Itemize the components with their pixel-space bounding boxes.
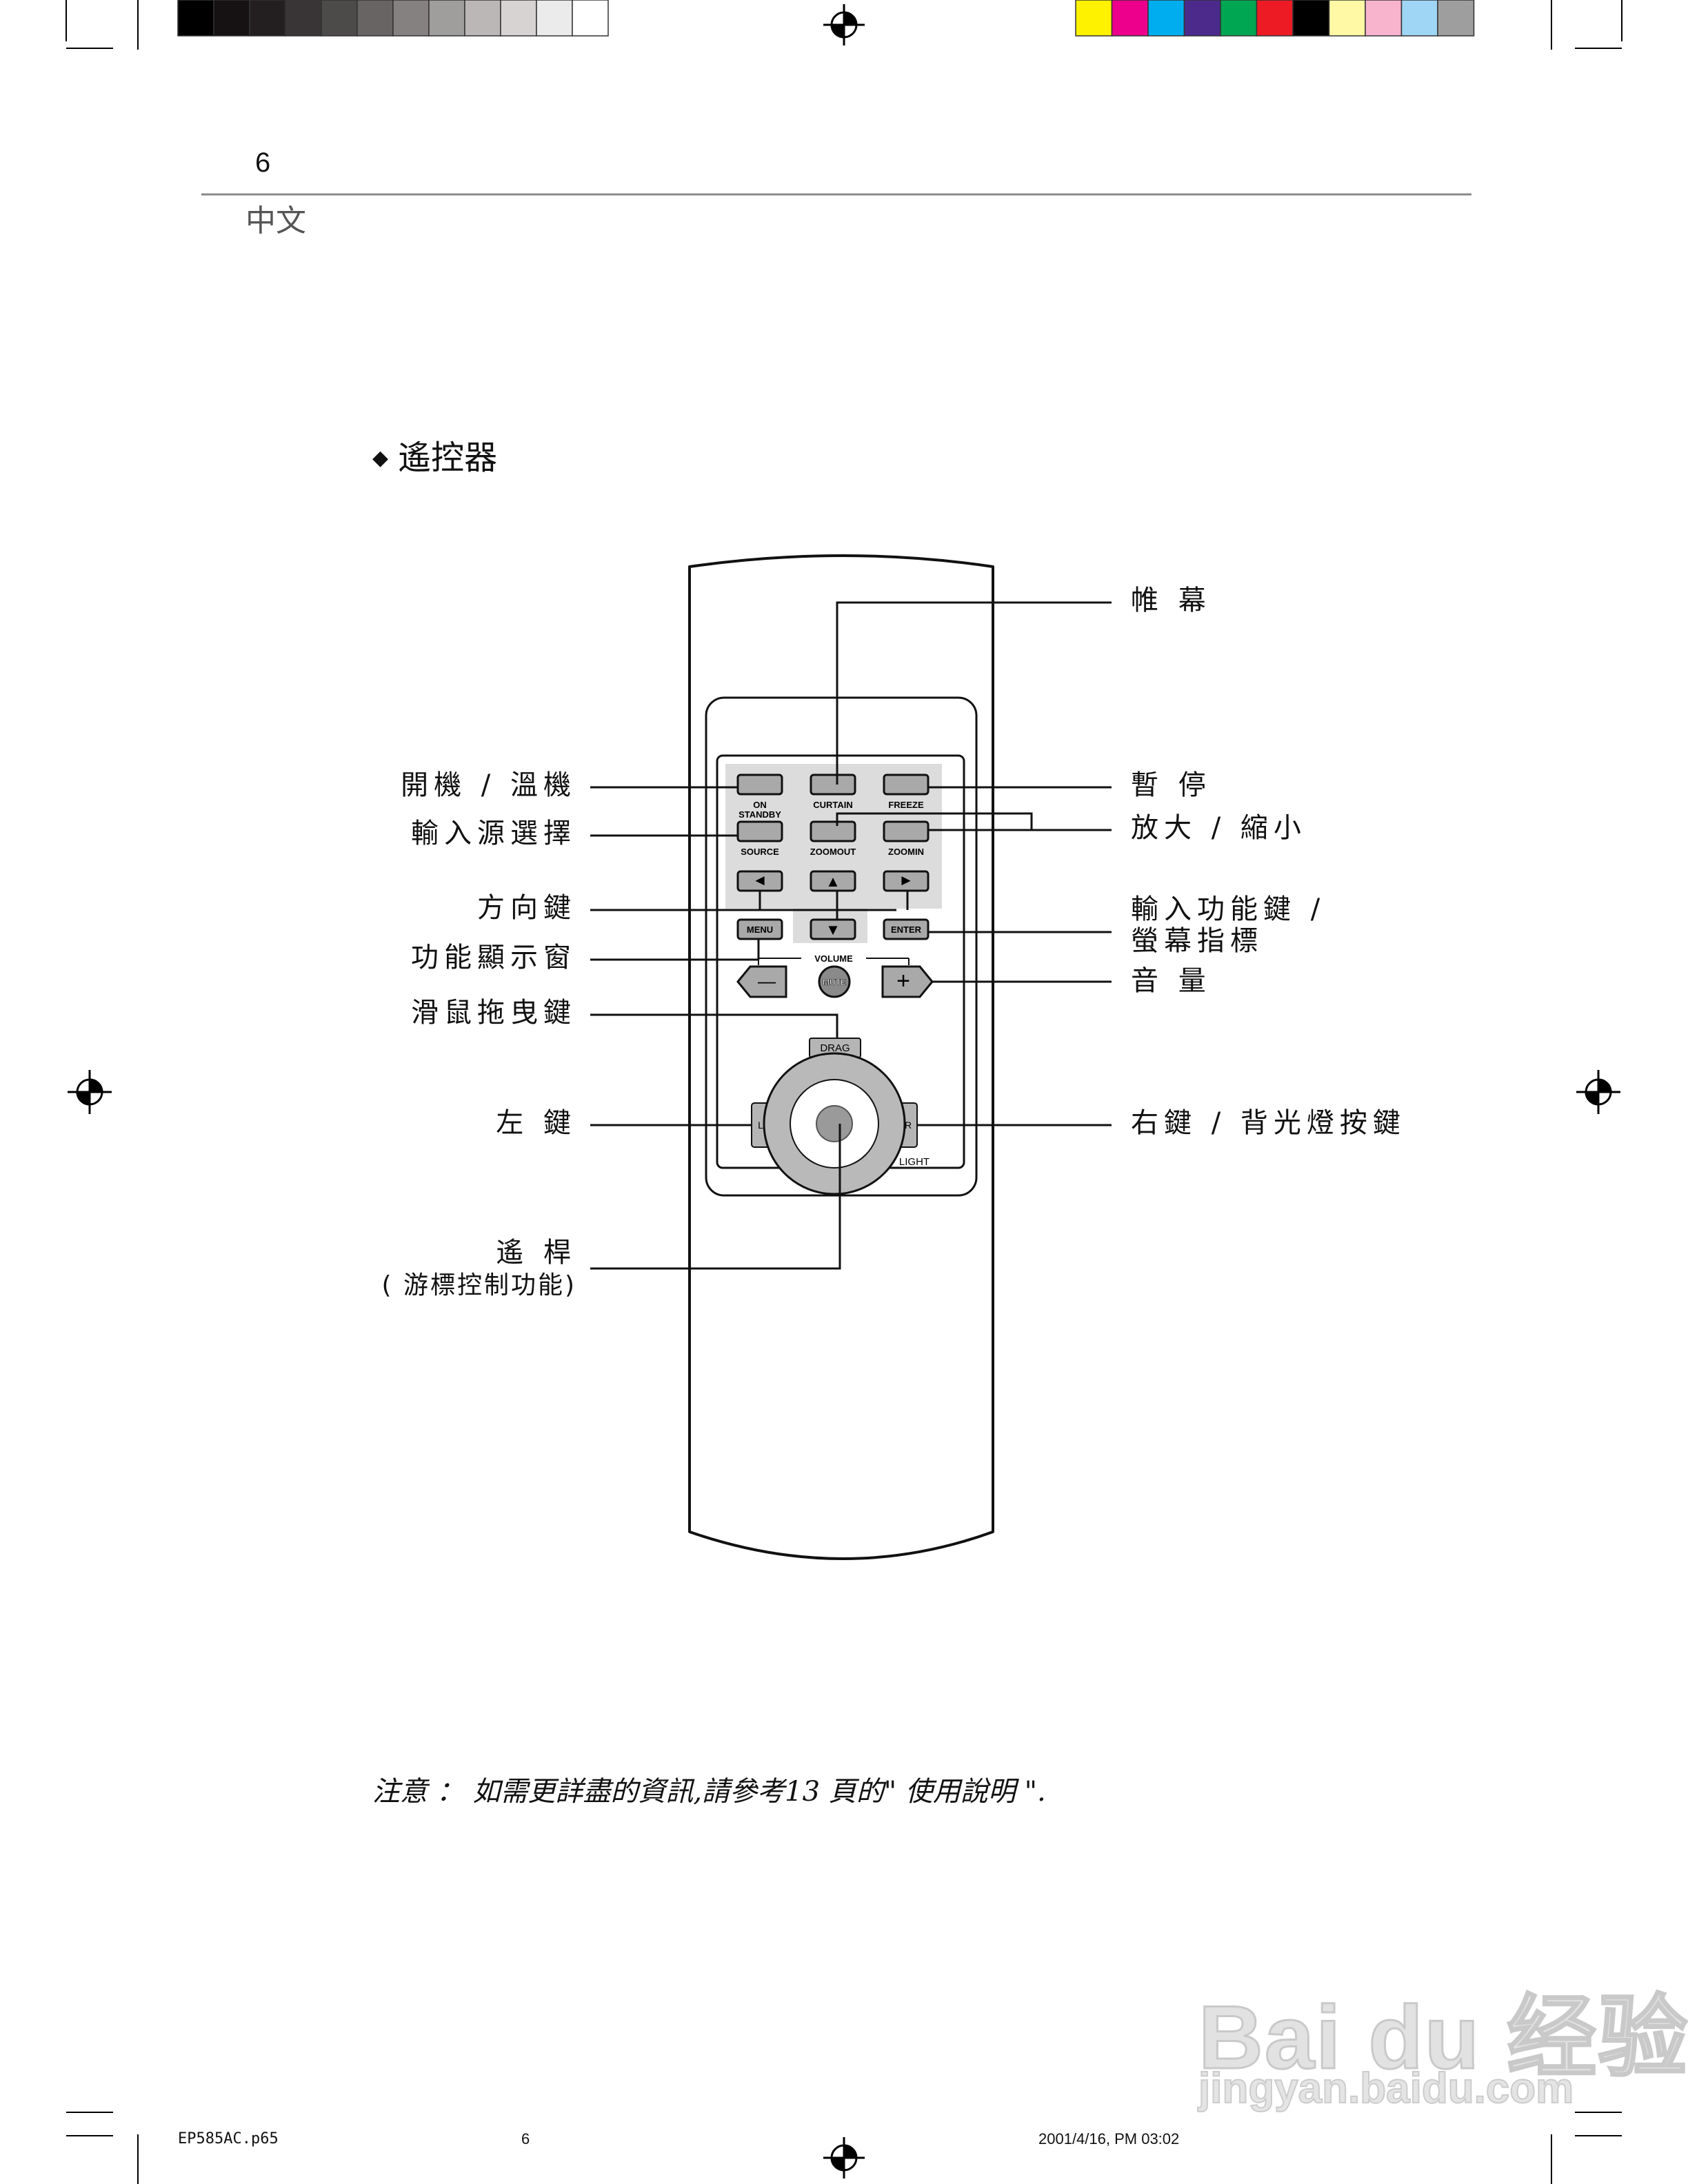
grayscale-calibration-bar: [177, 0, 609, 37]
remote-button-labels: ON STANDBY CURTAIN FREEZE SOURCE ZOOMOUT…: [738, 800, 930, 1168]
language-label: 中文: [245, 203, 306, 239]
volume-down-button[interactable]: [736, 965, 787, 998]
color-bar-swatch: [1437, 0, 1475, 37]
callout-power: 開機 / 溫機: [401, 769, 576, 801]
plus-glyph: +: [896, 968, 910, 994]
callout-direction-keys: 方向鍵: [477, 892, 576, 924]
color-bar-swatch: [1220, 0, 1258, 37]
volume-up-button[interactable]: [881, 965, 934, 998]
source-label: SOURCE: [741, 847, 779, 857]
section-title: 遙控器: [398, 438, 498, 477]
color-bar-swatch: [1183, 0, 1221, 37]
on-label: ON: [753, 800, 767, 810]
zoomout-button[interactable]: [810, 820, 856, 842]
menu-button[interactable]: [736, 918, 783, 940]
bullet-icon: ◆: [372, 446, 389, 470]
remote-control: [688, 554, 994, 1560]
color-bar-swatch: [1147, 0, 1185, 37]
arrow-right-button[interactable]: [883, 870, 930, 892]
callout-right-key: 右鍵 / 背光燈按鍵: [1131, 1107, 1406, 1139]
callout-source-select: 輸入源選擇: [411, 818, 576, 849]
joystick-stick[interactable]: [816, 1105, 853, 1142]
callout-pause: 暫 停: [1131, 769, 1212, 801]
minus-glyph: —: [758, 971, 776, 991]
callout-menu-window: 功能顯示窗: [411, 942, 576, 973]
color-bar-swatch: [1111, 0, 1149, 37]
gray-bar-swatch: [464, 0, 501, 37]
left-key-label: L: [758, 1120, 763, 1131]
color-bar-swatch: [1328, 0, 1366, 37]
gray-bar-swatch: [428, 0, 465, 37]
freeze-button[interactable]: [883, 774, 930, 796]
footer-page: 6: [521, 2130, 530, 2147]
color-calibration-bar: [1075, 0, 1475, 37]
drag-label: DRAG: [820, 1042, 850, 1054]
button-area-shading: [725, 764, 942, 943]
callout-volume: 音 量: [1131, 965, 1212, 997]
zoomout-label: ZOOMOUT: [810, 847, 856, 857]
registration-marks: [68, 4, 1620, 2178]
right-key-label: R: [905, 1120, 912, 1131]
color-bar-swatch: [1292, 0, 1330, 37]
callout-enter-line1: 輸入功能鍵 /: [1131, 893, 1326, 925]
callout-joystick-sub: ( 游標控制功能): [381, 1271, 576, 1300]
watermark-brand: Bai du 经验: [1197, 1986, 1688, 2089]
footer-datetime: 2001/4/16, PM 03:02: [1038, 2130, 1180, 2147]
on-standby-button[interactable]: [736, 774, 783, 796]
source-button[interactable]: [736, 820, 783, 842]
arrow-down-glyph: ▼: [825, 921, 841, 938]
enter-button[interactable]: [883, 918, 930, 940]
callout-enter-line2: 螢幕指標: [1131, 925, 1263, 957]
gray-bar-swatch: [356, 0, 394, 37]
zoomin-button[interactable]: [883, 820, 930, 842]
light-label: LIGHT: [899, 1156, 930, 1168]
zoomin-label: ZOOMIN: [888, 847, 924, 857]
volume-label: VOLUME: [814, 953, 853, 964]
curtain-label: CURTAIN: [813, 800, 853, 810]
callout-mouse-drag: 滑鼠拖曳鍵: [411, 997, 576, 1029]
gray-bar-swatch: [249, 0, 286, 37]
standby-label: STANDBY: [738, 809, 781, 820]
arrow-left-glyph: ◄: [752, 871, 767, 889]
gray-bar-swatch: [321, 0, 358, 37]
callout-curtain: 帷 幕: [1131, 585, 1212, 616]
menu-label: MENU: [747, 924, 773, 935]
footer-filename: EP585AC.p65: [178, 2130, 279, 2147]
mute-label: MUTE: [823, 978, 846, 987]
callout-joystick: 遙 桿: [496, 1237, 576, 1268]
gray-bar-swatch: [177, 0, 214, 37]
arrow-right-glyph: ►: [898, 871, 914, 889]
mute-button[interactable]: [818, 965, 851, 998]
callout-leader-lines: [590, 601, 1112, 1270]
gray-bar-swatch: [572, 0, 609, 37]
enter-label: ENTER: [891, 924, 922, 935]
gray-bar-swatch: [500, 0, 537, 37]
arrow-up-button[interactable]: [810, 870, 856, 892]
color-bar-swatch: [1256, 0, 1294, 37]
callout-left-key: 左 鍵: [496, 1107, 576, 1139]
curtain-button[interactable]: [810, 774, 856, 796]
arrow-up-glyph: ▲: [825, 873, 841, 890]
arrow-down-button[interactable]: [810, 918, 856, 940]
color-bar-swatch: [1365, 0, 1403, 37]
callout-zoom: 放大 / 縮小: [1131, 812, 1307, 844]
gray-bar-swatch: [392, 0, 430, 37]
crop-marks: [66, 0, 1622, 2184]
gray-bar-swatch: [536, 0, 573, 37]
freeze-label: FREEZE: [888, 800, 924, 810]
usage-note: 注意 ： 如需更詳盡的資訊,請參考13 頁的" 使用說明 ".: [372, 1776, 1046, 1808]
watermark-url: jingyan.baidu.com: [1198, 2064, 1574, 2113]
color-bar-swatch: [1400, 0, 1438, 37]
gray-bar-swatch: [285, 0, 322, 37]
section-heading: ◆ 遙控器: [372, 430, 497, 478]
gray-bar-swatch: [213, 0, 250, 37]
color-bar-swatch: [1075, 0, 1113, 37]
page-number: 6: [255, 148, 271, 178]
